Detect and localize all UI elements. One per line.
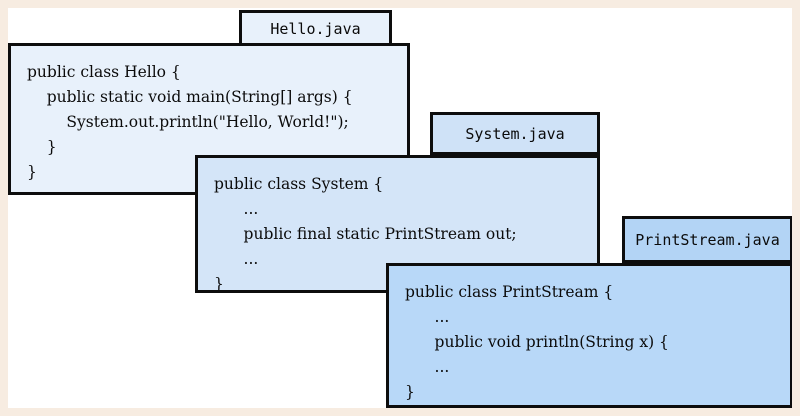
file-tab-system[interactable]: System.java [430, 112, 600, 155]
file-tab-label-system: System.java [465, 124, 565, 143]
file-tab-label-printstream: PrintStream.java [635, 230, 780, 249]
code-text-printstream: public class PrintStream { ... public vo… [405, 283, 669, 401]
code-panel-printstream[interactable]: public class PrintStream { ... public vo… [386, 263, 792, 408]
file-tab-printstream[interactable]: PrintStream.java [622, 216, 792, 263]
diagram-canvas: Hello.java public class Hello { public s… [8, 8, 792, 408]
file-tab-label-hello: Hello.java [270, 20, 361, 38]
code-text-system: public class System { ... public final s… [214, 175, 517, 293]
file-tab-hello[interactable]: Hello.java [239, 10, 392, 48]
code-text-hello: public class Hello { public static void … [27, 63, 353, 181]
